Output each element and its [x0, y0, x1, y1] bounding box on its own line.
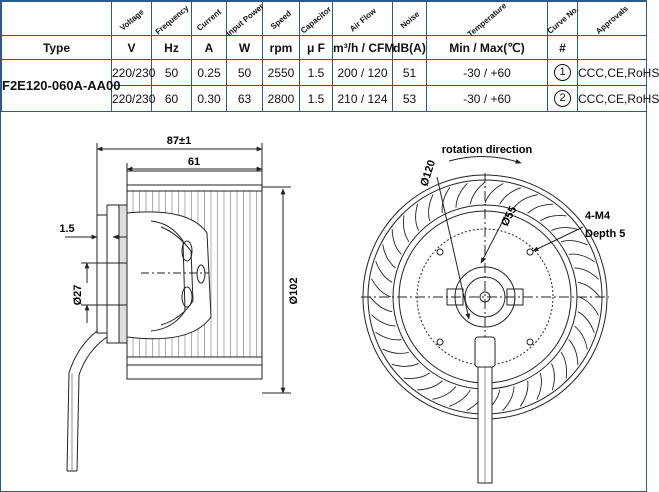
- table-row: 220/230 60 0.30 63 2800 1.5 210 / 124 53…: [2, 85, 659, 112]
- cell-power: 50: [226, 59, 263, 86]
- cell-current: 0.30: [191, 85, 227, 112]
- dim-impeller-diameter: Ø102: [288, 278, 300, 305]
- unit-airflow: m³/h / CFM: [332, 35, 394, 60]
- header-noise: Noise: [398, 9, 421, 31]
- units-row: Type V Hz A W rpm μ F m³/h / CFM dB(A) M…: [1, 35, 647, 60]
- type-header: Type: [1, 35, 112, 60]
- front-view: [361, 155, 609, 484]
- header-curve-no: Curve No.: [545, 4, 580, 36]
- curve-number-badge: 1: [554, 64, 571, 81]
- cell-voltage: 220/230: [111, 59, 155, 86]
- unit-current: A: [191, 35, 227, 60]
- curve-number-badge: 2: [554, 90, 571, 107]
- impeller-fins: [132, 191, 257, 357]
- dim-impeller-width: 61: [188, 156, 200, 168]
- dim-bolt-circle: Ø120: [418, 159, 438, 188]
- unit-power: W: [226, 35, 263, 60]
- cell-capacitor: 1.5: [299, 85, 333, 112]
- spec-table: Voltage Frequency Current Input Power Sp…: [1, 1, 659, 112]
- header-temperature: Temperature: [465, 1, 509, 39]
- side-view: [65, 143, 291, 472]
- dim-inner-diameter: Ø55: [499, 204, 519, 228]
- rotated-header-row: Voltage Frequency Current Input Power Sp…: [1, 1, 647, 39]
- dim-shaft-diameter: Ø27: [72, 285, 84, 306]
- thread-label: 4-M4: [585, 210, 611, 222]
- cell-speed: 2550: [262, 59, 300, 86]
- dim-overall-length: 87±1: [167, 135, 191, 147]
- cell-capacitor: 1.5: [299, 59, 333, 86]
- table-row: F2E120-060A-AA00 220/230 50 0.25 50 2550…: [1, 59, 659, 112]
- header-speed: Speed: [268, 8, 294, 32]
- cell-airflow: 210 / 124: [332, 85, 393, 112]
- cell-speed: 2800: [262, 85, 300, 112]
- cell-voltage: 220/230: [111, 85, 155, 112]
- unit-noise: dB(A): [392, 35, 427, 60]
- cell-current: 0.25: [191, 59, 227, 86]
- header-approvals: Approvals: [594, 4, 630, 37]
- cell-airflow: 200 / 120: [332, 59, 393, 86]
- header-current: Current: [195, 7, 223, 33]
- cell-approvals: CCC,CE,RoHS: [577, 59, 659, 86]
- cell-noise: 53: [392, 85, 427, 112]
- header-air-flow: Air Flow: [347, 6, 378, 34]
- header-frequency: Frequency: [153, 3, 190, 37]
- cell-temperature: -30 / +60: [426, 85, 548, 112]
- cell-frequency: 60: [151, 85, 192, 112]
- unit-speed: rpm: [262, 35, 300, 60]
- cell-approvals: CCC,CE,RoHS: [577, 85, 659, 112]
- blade-ring: [369, 181, 601, 413]
- header-input-power: Input Power: [224, 1, 265, 39]
- cell-temperature: -30 / +60: [426, 59, 548, 86]
- unit-capacitor: μ F: [299, 35, 333, 60]
- model-name: F2E120-060A-AA00: [1, 59, 121, 112]
- dim-offset: 1.5: [59, 223, 74, 235]
- header-voltage: Voltage: [117, 7, 146, 33]
- unit-frequency: Hz: [151, 35, 192, 60]
- unit-curve: #: [547, 35, 578, 60]
- cell-frequency: 50: [151, 59, 192, 86]
- cell-noise: 51: [392, 59, 427, 86]
- rotation-direction-label: rotation direction: [442, 144, 533, 156]
- cell-power: 63: [226, 85, 263, 112]
- unit-voltage: V: [111, 35, 152, 60]
- unit-temperature: Min / Max(℃): [426, 35, 548, 60]
- header-capacitor: Capacitor: [298, 4, 334, 36]
- depth-label: Depth 5: [585, 228, 625, 240]
